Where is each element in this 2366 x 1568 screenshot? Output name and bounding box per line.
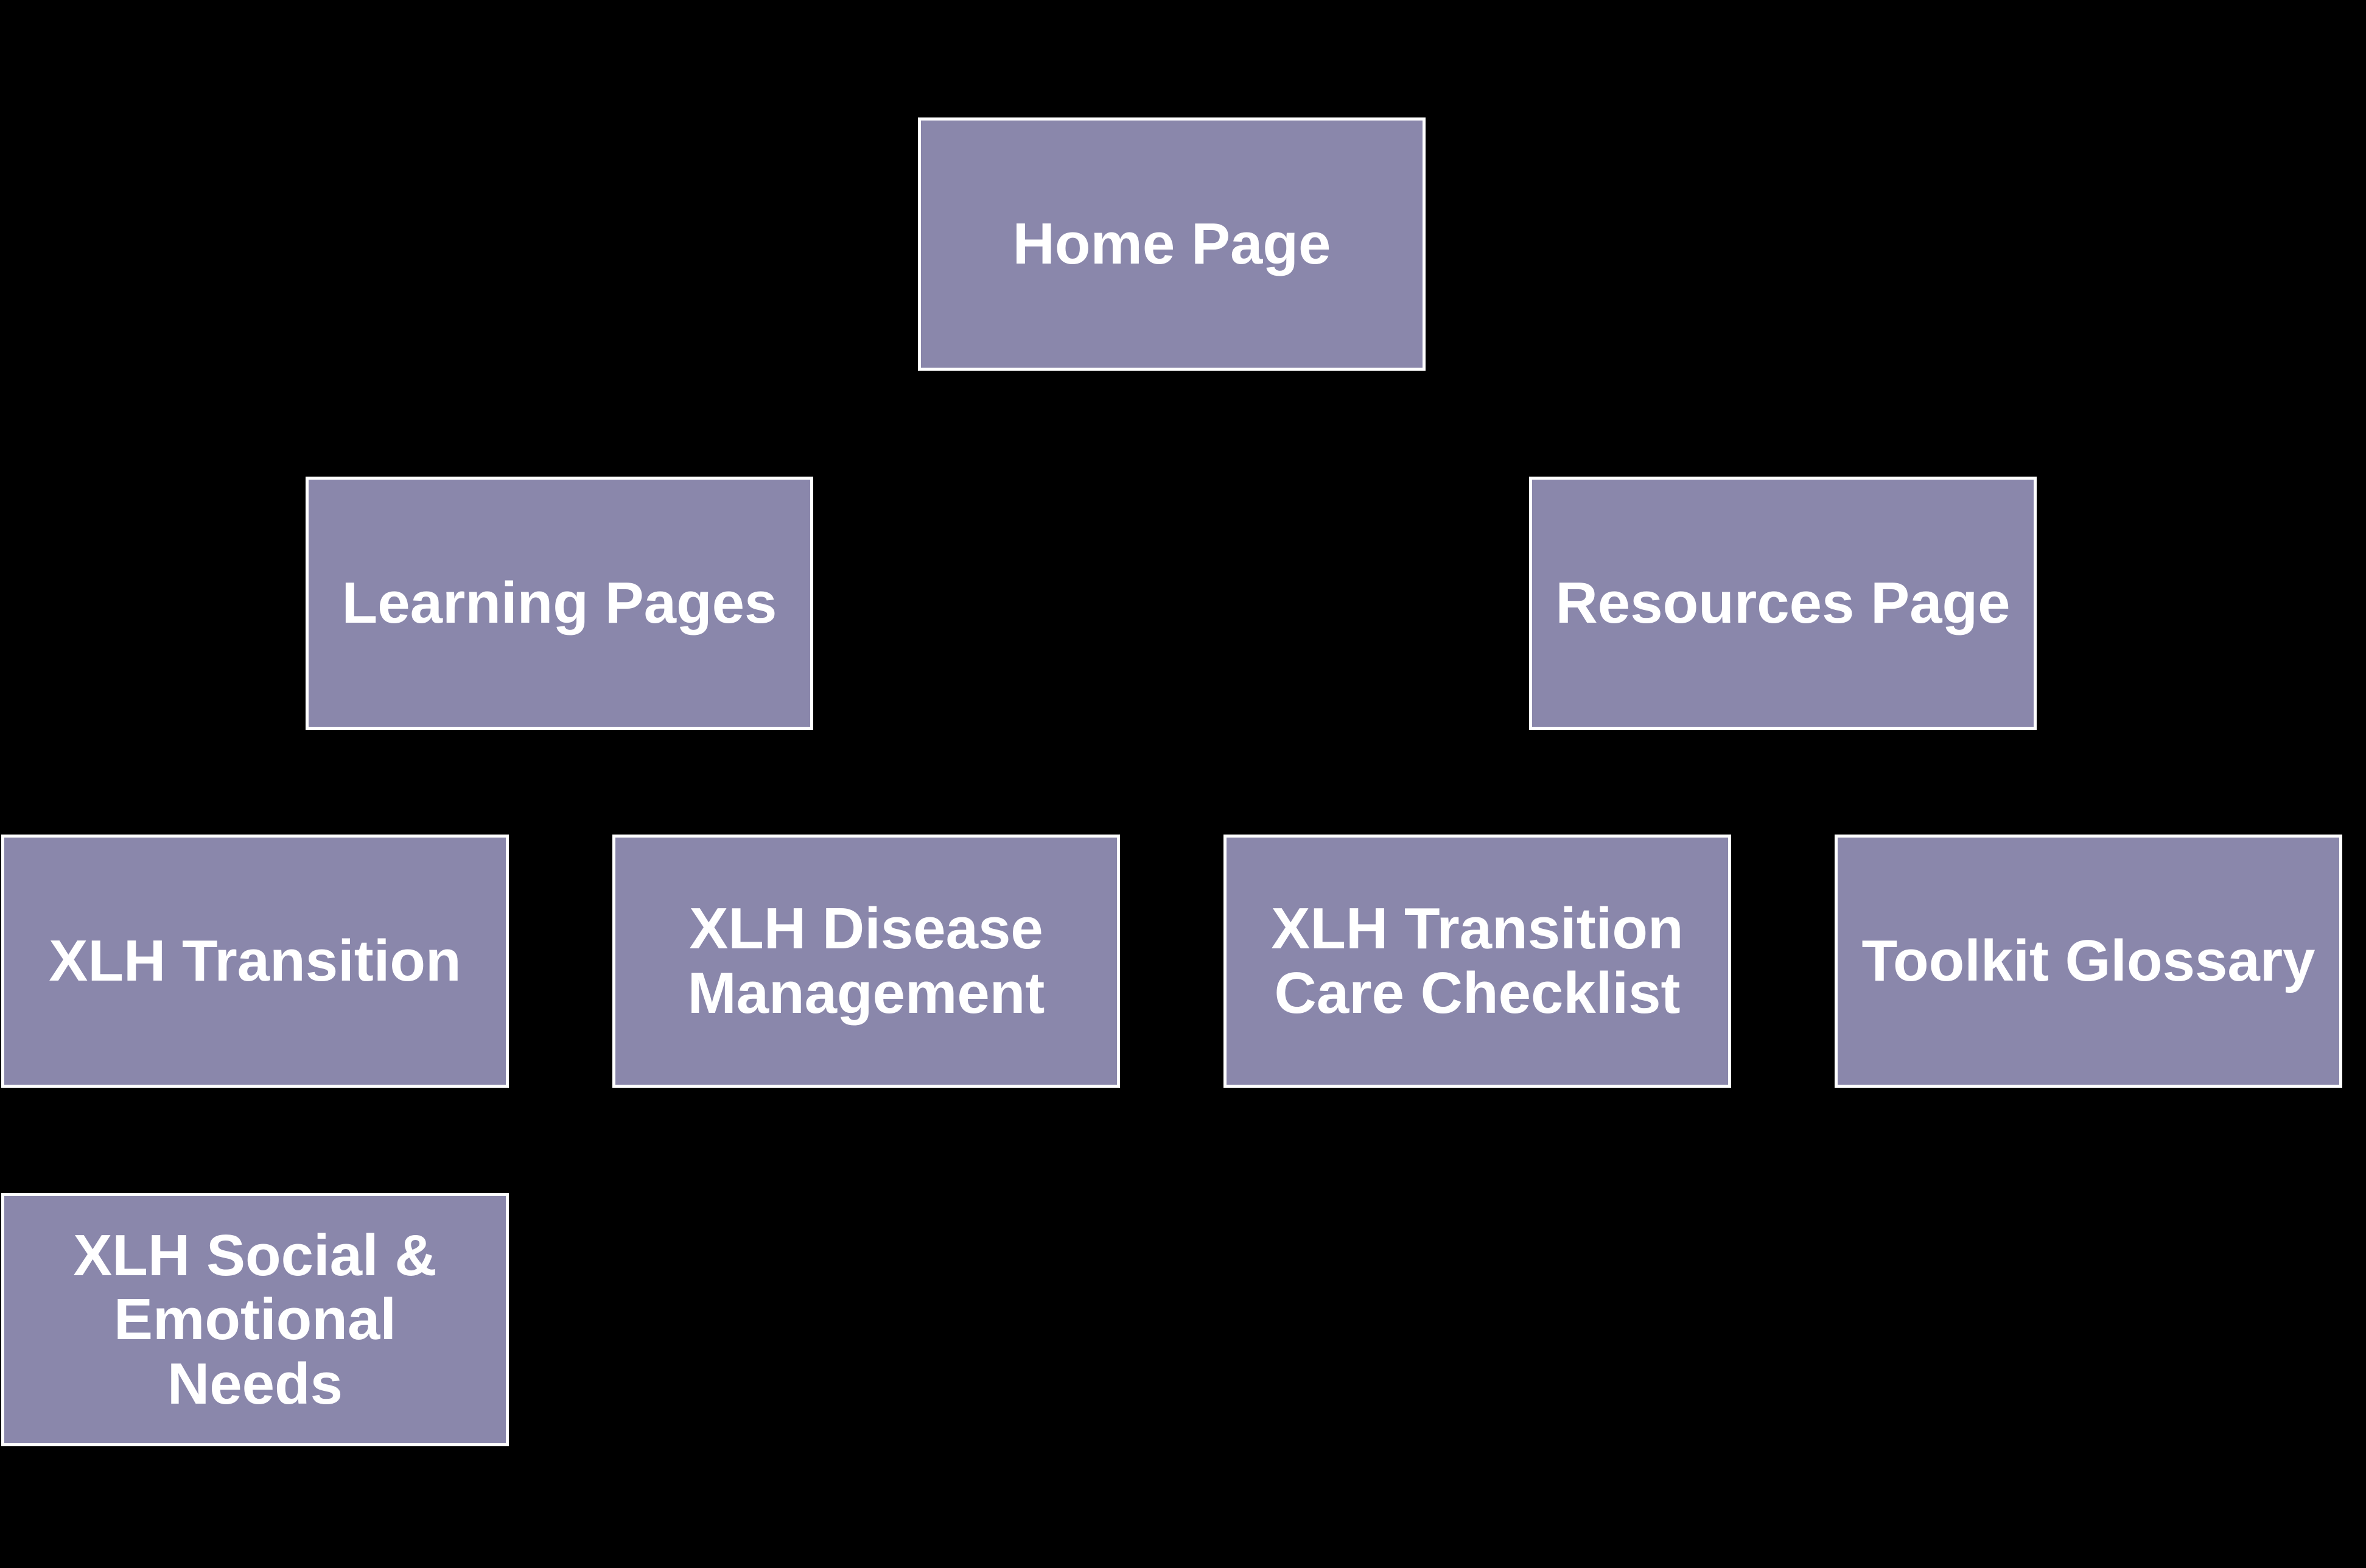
connector-home-learning	[558, 371, 1174, 477]
connector-home-resources	[1170, 371, 1785, 477]
node-learning-pages: Learning Pages	[306, 477, 813, 730]
node-toolkit-glossary: Toolkit Glossary	[1835, 835, 2342, 1088]
node-xlh-disease-management: XLH Disease Management	[612, 835, 1120, 1088]
connector-resources-checklist	[1475, 730, 1785, 835]
connector-resources-glossary	[1781, 730, 2090, 835]
node-home-page: Home Page	[918, 117, 1426, 371]
node-xlh-social-emotional-needs: XLH Social & Emotional Needs	[1, 1193, 509, 1446]
connector-learning-disease	[558, 730, 868, 835]
connector-learning-transition	[253, 730, 561, 835]
node-xlh-transition: XLH Transition	[1, 835, 509, 1088]
node-xlh-transition-care-checklist: XLH Transition Care Checklist	[1223, 835, 1731, 1088]
node-resources-page: Resources Page	[1529, 477, 2037, 730]
